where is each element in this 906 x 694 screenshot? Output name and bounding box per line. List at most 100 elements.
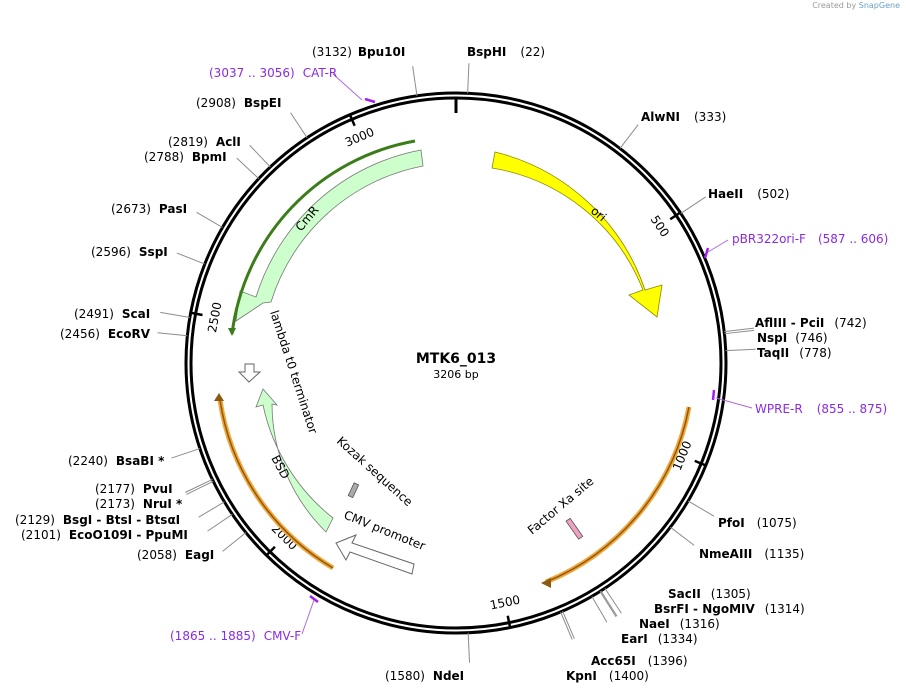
site-lead — [670, 526, 695, 546]
bsd-arrow — [255, 388, 334, 533]
lambda-t0-terminator-shape — [237, 363, 262, 383]
site-label: (2101)EcoO109I - PpuMI — [21, 528, 188, 542]
site-lead — [687, 500, 715, 517]
site-lead — [724, 329, 755, 335]
site-lead — [249, 144, 271, 168]
backbone-outer — [184, 91, 728, 635]
scale-tick — [190, 311, 203, 317]
site-label: (2173)NruI * — [95, 497, 183, 511]
site-label: HaeII(502) — [708, 187, 790, 201]
primer-cmv-mark — [309, 595, 319, 603]
site-lead — [725, 348, 756, 352]
primer-cat-r-lead — [332, 73, 363, 101]
site-lead — [176, 252, 205, 265]
right-frame-head — [541, 578, 551, 588]
scale-tick — [694, 459, 707, 467]
site-lead — [198, 501, 225, 518]
site-lead — [186, 480, 214, 495]
credit-text: Created by SnapGene — [812, 1, 900, 10]
site-label: BsrFI - NgoMIV(1314) — [654, 602, 805, 616]
site-lead — [236, 157, 260, 180]
cmv-promoter-shape — [335, 534, 415, 575]
scale-tick-label: 1500 — [489, 593, 522, 613]
site-lead — [562, 610, 575, 639]
credit-brand: SnapGene — [858, 1, 900, 10]
primer-label-wpre-r: WPRE-R(855 .. 875) — [755, 402, 887, 416]
site-label: (2596)SspI — [91, 245, 168, 259]
site-label: BspHI(22) — [467, 45, 545, 59]
site-lead — [290, 112, 308, 139]
site-label: (2673)PasI — [111, 202, 187, 216]
ori-arrow — [491, 151, 663, 318]
right-frame-arc-core — [545, 406, 690, 583]
plasmid-length: 3206 bp — [433, 368, 478, 381]
site-label: (2456)EcoRV — [60, 327, 151, 341]
primer-cat-r-mark — [364, 97, 376, 104]
cmr-orf-head — [228, 328, 236, 336]
site-label: NmeAIII(1135) — [699, 547, 804, 561]
site-lead-group — [157, 63, 756, 663]
site-label-group: (3132)Bpu10I BspHI(22) AlwNI(333) HaeII(… — [15, 45, 867, 683]
site-label: PfoI(1075) — [718, 516, 797, 530]
scale-tick — [669, 211, 681, 221]
primer-cmv-lead — [301, 599, 315, 635]
primer-wpre-lead — [715, 397, 753, 409]
credit-prefix: Created by — [812, 1, 857, 10]
factorxa-label: Factor Xa site — [525, 474, 597, 537]
site-label: KpnI(1400) — [566, 669, 649, 683]
factorxa-shape — [565, 517, 584, 540]
site-label: EarI(1334) — [621, 632, 698, 646]
cmv-frame-head — [214, 393, 224, 401]
primer-label-cat-r: (3037 .. 3056)CAT-R — [209, 66, 337, 80]
site-lead — [591, 596, 608, 623]
site-label: (2819)AclI — [168, 135, 241, 149]
cmv-frame-arc-core — [219, 399, 334, 569]
primer-label-pbr322ori-f: pBR322ori-F(587 .. 606) — [732, 232, 888, 246]
site-lead — [171, 448, 201, 459]
site-label: (2908)BspEI — [196, 96, 281, 110]
site-label: (2491)ScaI — [74, 307, 150, 321]
site-lead — [222, 532, 247, 552]
scale-tick — [265, 545, 276, 557]
site-lead — [604, 587, 622, 614]
scale-tick — [348, 114, 356, 127]
kozak-shape — [347, 482, 360, 499]
kozak-label: Kozak sequence — [334, 434, 415, 509]
site-label: (2129)BsgI - BtsI - BtsαI — [15, 513, 180, 527]
site-lead — [412, 66, 418, 96]
lambda-t0-label: lambda t0 terminator — [267, 309, 320, 436]
site-label: AflIII - PciI(742) — [755, 316, 867, 330]
site-label: (2177)PvuI — [95, 482, 173, 496]
cmr-orf-arc — [230, 139, 416, 335]
scale-tick-label: 2500 — [205, 301, 224, 334]
primer-wpre-mark — [711, 389, 716, 401]
site-label: (2788)BpmI — [144, 150, 227, 164]
site-label: (2240)BsaBI * — [68, 454, 165, 468]
site-lead — [724, 327, 755, 333]
site-label: (1580)NdeI — [385, 669, 464, 683]
site-label: SacII(1305) — [668, 587, 751, 601]
scale-tick-label: 500 — [648, 213, 672, 240]
site-label: NspI(746) — [757, 331, 828, 345]
site-lead — [157, 332, 188, 337]
primer-label-cmv-f: (1865 .. 1885)CMV-F — [170, 629, 301, 643]
site-lead — [185, 478, 213, 493]
site-lead — [160, 311, 190, 318]
site-lead — [560, 611, 573, 640]
scale-tick — [506, 615, 512, 628]
site-lead — [196, 211, 223, 228]
site-lead — [207, 513, 233, 532]
site-label: (2058)EagI — [137, 548, 214, 562]
site-lead — [599, 591, 617, 618]
site-lead — [680, 196, 707, 214]
site-label: Acc65I(1396) — [591, 654, 688, 668]
plasmid-name: MTK6_013 — [416, 351, 496, 367]
site-lead — [600, 590, 618, 617]
scale-tick-label: 3000 — [343, 125, 377, 150]
site-label: (3132)Bpu10I — [312, 45, 405, 59]
cmr-arrow — [235, 149, 424, 322]
site-lead — [467, 63, 470, 94]
site-label: AlwNI(333) — [641, 110, 726, 124]
primer-pbr322-lead — [707, 239, 729, 253]
